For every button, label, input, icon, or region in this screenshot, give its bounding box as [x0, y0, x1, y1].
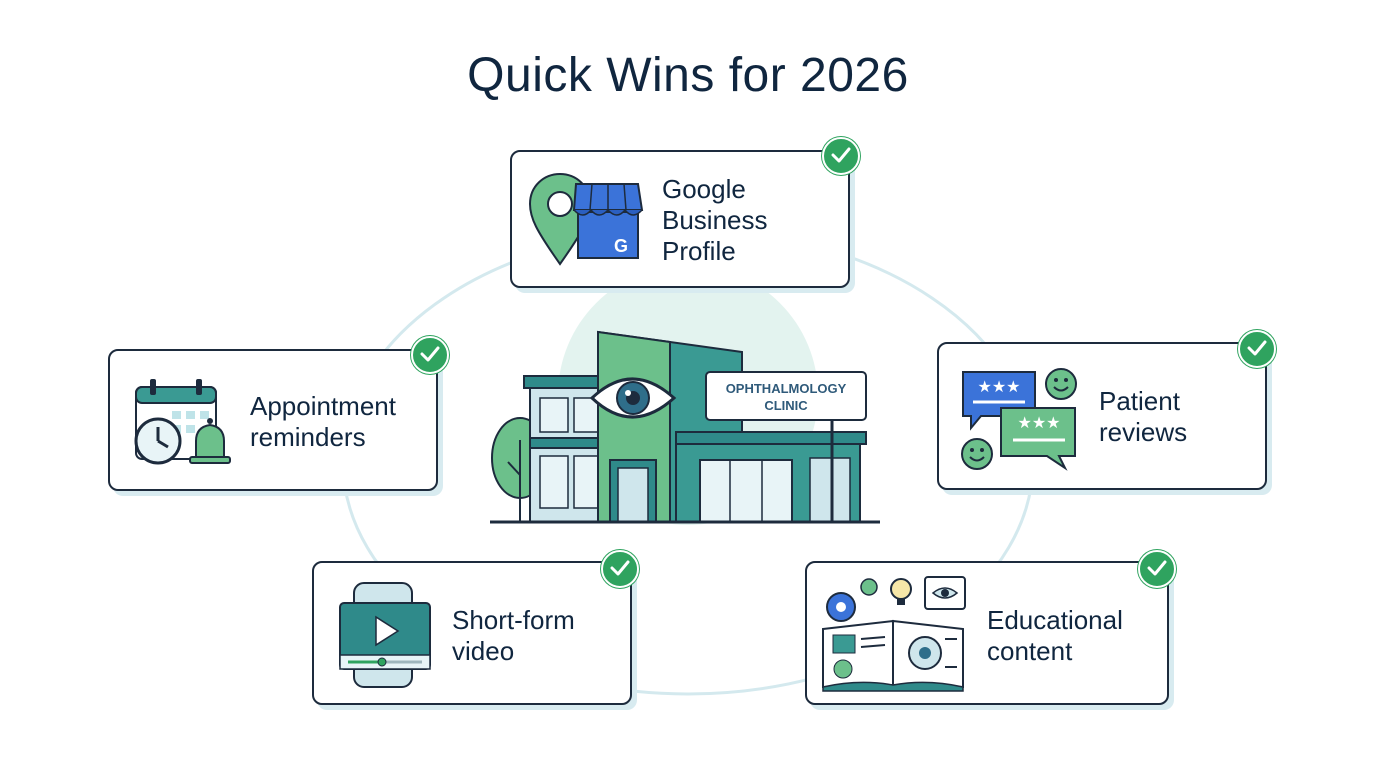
storefront-icon: G [572, 183, 644, 259]
bell-icon [189, 418, 231, 464]
check-icon [601, 550, 639, 588]
card-label: Appointment reminders [250, 391, 396, 452]
check-icon [822, 137, 860, 175]
calendar-icon [134, 379, 231, 465]
card-patient-reviews[interactable]: ★★★ ★★★ Patient reviews [937, 342, 1267, 490]
card-label: Educational content [987, 605, 1123, 666]
check-icon [1238, 330, 1276, 368]
svg-text:G: G [614, 236, 628, 256]
sign-line-2: CLINIC [764, 398, 808, 413]
card-label: Google Business Profile [662, 174, 768, 266]
sign-line-1: OPHTHALMOLOGY [726, 381, 847, 396]
lightbulb-icon [890, 578, 912, 605]
play-icon [375, 615, 400, 647]
card-short-form-video[interactable]: Short-form video [312, 561, 632, 705]
svg-text:★★★: ★★★ [1017, 413, 1060, 432]
check-icon [1138, 550, 1176, 588]
map-pin-icon: G [528, 172, 644, 266]
star-review-icon: ★★★ ★★★ [961, 368, 1077, 471]
smiley-icon [961, 368, 1077, 470]
svg-text:★★★: ★★★ [977, 377, 1020, 396]
card-google-business-profile[interactable]: G Google Business Profile [510, 150, 850, 288]
book-icon [822, 576, 966, 692]
card-label: Patient reviews [1099, 386, 1188, 447]
page-title: Quick Wins for 2026 [467, 49, 909, 102]
eye-icon [589, 377, 677, 419]
card-label: Short-form video [452, 605, 575, 666]
gear-icon [826, 578, 878, 622]
clinic-building-illustration: OPHTHALMOLOGY CLINIC [490, 330, 880, 524]
card-educational-content[interactable]: Educational content [805, 561, 1169, 705]
check-icon [411, 336, 449, 374]
clock-icon [134, 417, 182, 465]
card-appointment-reminders[interactable]: Appointment reminders [108, 349, 438, 491]
video-phone-icon [339, 582, 431, 688]
